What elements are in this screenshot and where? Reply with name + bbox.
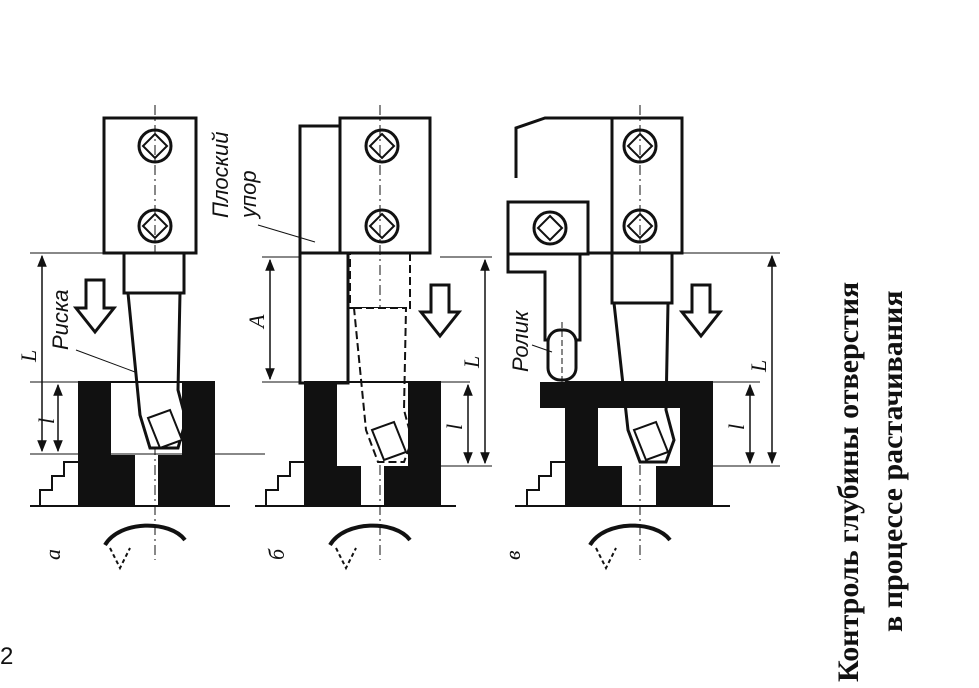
mark-leader-line: [75, 349, 136, 373]
feed-arrow-icon: [678, 283, 724, 339]
dimension-L-label: L: [16, 350, 41, 363]
feed-arrow-icon: [72, 278, 118, 335]
rotation-arrow-head-icon: [335, 547, 357, 571]
roller-icon: [546, 322, 578, 388]
stop-label-line1: Плоский: [208, 132, 233, 218]
dimension-l-label: l: [724, 424, 749, 430]
panel-c: L l Ролик в: [500, 105, 780, 571]
dimension-A-label: A: [244, 314, 269, 330]
dimension-L-label: L: [746, 360, 771, 373]
stop-leader-line: [257, 224, 316, 243]
rotation-arrow-head-icon: [595, 547, 617, 571]
panel-letter-b: б: [264, 548, 289, 560]
workpiece-c: [515, 381, 730, 507]
dimension-l-label: l: [34, 418, 59, 424]
page-number: 2: [0, 643, 13, 670]
title-line2: в процессе растачивания: [876, 290, 909, 632]
panel-b: A L l Плоский упор б: [208, 105, 492, 571]
dimension-l-label: l: [442, 424, 467, 430]
cutting-insert-c: [632, 420, 670, 462]
roller-leader-line: [531, 344, 553, 353]
title-line1: Контроль глубины отверстия: [832, 282, 865, 682]
boring-bar-shank-a: [122, 251, 186, 295]
feed-arrow-icon: [417, 283, 463, 339]
dimension-L-label: L: [459, 356, 484, 369]
clamp-screw-icon: [364, 128, 400, 164]
rotation-arrow-icon: [328, 523, 412, 547]
workpiece-b: [255, 381, 456, 507]
rotation-arrow-head-icon: [109, 547, 131, 571]
rotation-arrow-icon: [588, 523, 672, 547]
workpiece-a: [30, 381, 230, 507]
flat-stop-extension: [298, 251, 350, 385]
panel-letter-a: а: [40, 549, 65, 560]
cutting-insert-b: [370, 420, 408, 462]
panel-letter-c: в: [500, 550, 525, 560]
roller-label: Ролик: [508, 309, 533, 372]
mark-label: Риска: [48, 289, 73, 350]
roller-arm: [506, 254, 582, 342]
flat-stop: [298, 124, 342, 255]
rotation-arrow-icon: [103, 523, 187, 547]
stop-label-line2: упор: [236, 170, 261, 220]
boring-bar-shank-c: [610, 251, 674, 305]
panel-a: L l Риска а: [16, 105, 265, 571]
clamp-screw-icon: [364, 208, 400, 244]
clamp-screw-icon: [532, 210, 568, 246]
